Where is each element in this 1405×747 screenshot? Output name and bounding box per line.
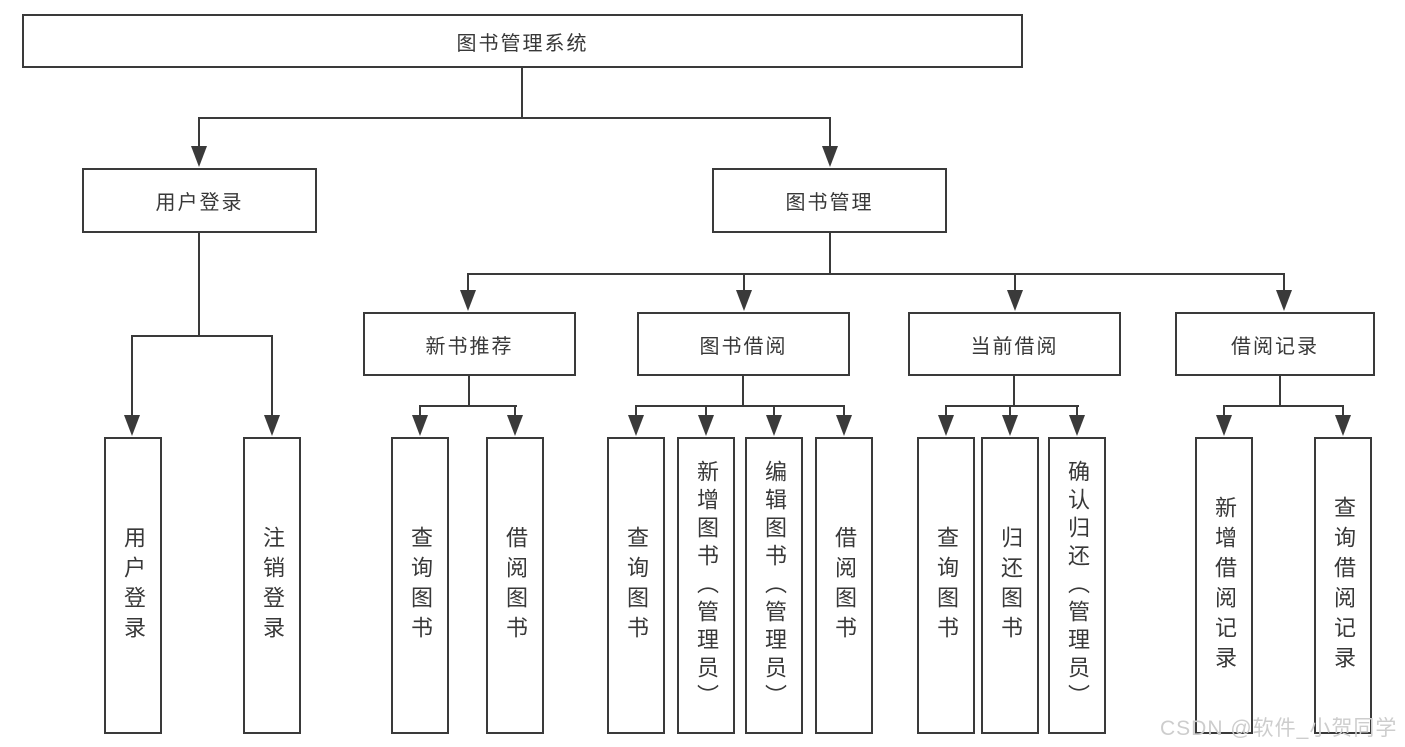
connector-line: [705, 405, 707, 417]
node-label: 当前借阅: [970, 335, 1059, 358]
node-label: 图书管理: [785, 192, 874, 214]
leaf-label: 用户登录: [121, 525, 146, 646]
leaf-return-book: 归还图书: [981, 437, 1039, 734]
connector-line: [1076, 405, 1078, 417]
arrow-down-icon: [1276, 290, 1292, 311]
leaf-label: 确认归还（管理员）: [1065, 459, 1090, 712]
node-label: 新书推荐: [425, 335, 514, 358]
csdn-watermark: CSDN @软件_小贺同学: [1160, 717, 1398, 740]
connector-line: [271, 335, 273, 418]
arrow-down-icon: [822, 146, 838, 167]
leaf-label: 归还图书: [998, 525, 1023, 646]
connector-line: [829, 233, 831, 275]
connector-line: [468, 376, 470, 407]
arrow-down-icon: [264, 415, 280, 436]
connector-line: [514, 405, 516, 417]
leaf-label: 查询图书: [624, 525, 649, 646]
connector-line: [1342, 405, 1344, 417]
leaf-edit-book-admin: 编辑图书（管理员）: [745, 437, 803, 734]
arrow-down-icon: [1002, 415, 1018, 436]
node-borrow-records: 借阅记录: [1175, 312, 1375, 376]
node-current-borrow: 当前借阅: [908, 312, 1121, 376]
node-label: 图书借阅: [699, 335, 788, 358]
connector-line: [467, 273, 1285, 275]
arrow-down-icon: [628, 415, 644, 436]
arrow-down-icon: [460, 290, 476, 311]
connector-line: [419, 405, 517, 407]
leaf-confirm-return-admin: 确认归还（管理员）: [1048, 437, 1106, 734]
leaf-label: 注销登录: [260, 525, 285, 646]
arrow-down-icon: [698, 415, 714, 436]
connector-line: [1279, 376, 1281, 407]
node-label: 图书管理系统: [456, 32, 589, 55]
arrow-down-icon: [1069, 415, 1085, 436]
connector-line: [843, 405, 845, 417]
leaf-label: 借阅图书: [832, 525, 857, 646]
leaf-label: 新增图书（管理员）: [694, 459, 719, 712]
arrow-down-icon: [1216, 415, 1232, 436]
connector-line: [1014, 273, 1016, 293]
leaf-logout: 注销登录: [243, 437, 301, 734]
connector-line: [419, 405, 421, 417]
arrow-down-icon: [191, 146, 207, 167]
leaf-label: 查询图书: [934, 525, 959, 646]
leaf-query-borrow-record: 查询借阅记录: [1314, 437, 1372, 734]
connector-line: [198, 117, 831, 119]
connector-line: [743, 273, 745, 293]
node-label: 借阅记录: [1231, 335, 1319, 358]
arrow-down-icon: [1335, 415, 1351, 436]
leaf-borrow-books-recommend: 借阅图书: [486, 437, 544, 734]
arrow-down-icon: [1007, 290, 1023, 311]
arrow-down-icon: [507, 415, 523, 436]
connector-line: [131, 335, 273, 337]
connector-line: [1013, 376, 1015, 407]
connector-line: [198, 233, 200, 337]
node-book-borrow: 图书借阅: [637, 312, 850, 376]
leaf-query-books-current: 查询图书: [917, 437, 975, 734]
leaf-label: 查询图书: [408, 525, 433, 646]
arrow-down-icon: [766, 415, 782, 436]
arrow-down-icon: [938, 415, 954, 436]
connector-line: [1223, 405, 1344, 407]
arrow-down-icon: [412, 415, 428, 436]
connector-line: [742, 376, 744, 407]
leaf-add-book-admin: 新增图书（管理员）: [677, 437, 735, 734]
arrow-down-icon: [836, 415, 852, 436]
connector-line: [773, 405, 775, 417]
connector-line: [1223, 405, 1225, 417]
node-label: 用户登录: [155, 192, 244, 214]
leaf-label: 查询借阅记录: [1331, 495, 1356, 676]
connector-line: [198, 117, 200, 149]
connector-line: [131, 335, 133, 418]
connector-line: [635, 405, 845, 407]
connector-line: [1009, 405, 1011, 417]
node-book-management: 图书管理: [712, 168, 947, 233]
node-root-library-management-system: 图书管理系统: [22, 14, 1023, 68]
leaf-user-login: 用户登录: [104, 437, 162, 734]
connector-line: [945, 405, 947, 417]
node-new-book-recommend: 新书推荐: [363, 312, 576, 376]
connector-line: [945, 405, 1079, 407]
leaf-label: 编辑图书（管理员）: [762, 459, 787, 712]
leaf-borrow-books-borrow: 借阅图书: [815, 437, 873, 734]
leaf-label: 新增借阅记录: [1212, 495, 1237, 676]
arrow-down-icon: [736, 290, 752, 311]
connector-line: [521, 68, 523, 118]
leaf-add-borrow-record: 新增借阅记录: [1195, 437, 1253, 734]
connector-line: [829, 117, 831, 149]
connector-line: [635, 405, 637, 417]
node-user-login: 用户登录: [82, 168, 317, 233]
leaf-query-books-recommend: 查询图书: [391, 437, 449, 734]
leaf-label: 借阅图书: [503, 525, 528, 646]
arrow-down-icon: [124, 415, 140, 436]
connector-line: [467, 273, 469, 293]
leaf-query-books-borrow: 查询图书: [607, 437, 665, 734]
connector-line: [1283, 273, 1285, 293]
